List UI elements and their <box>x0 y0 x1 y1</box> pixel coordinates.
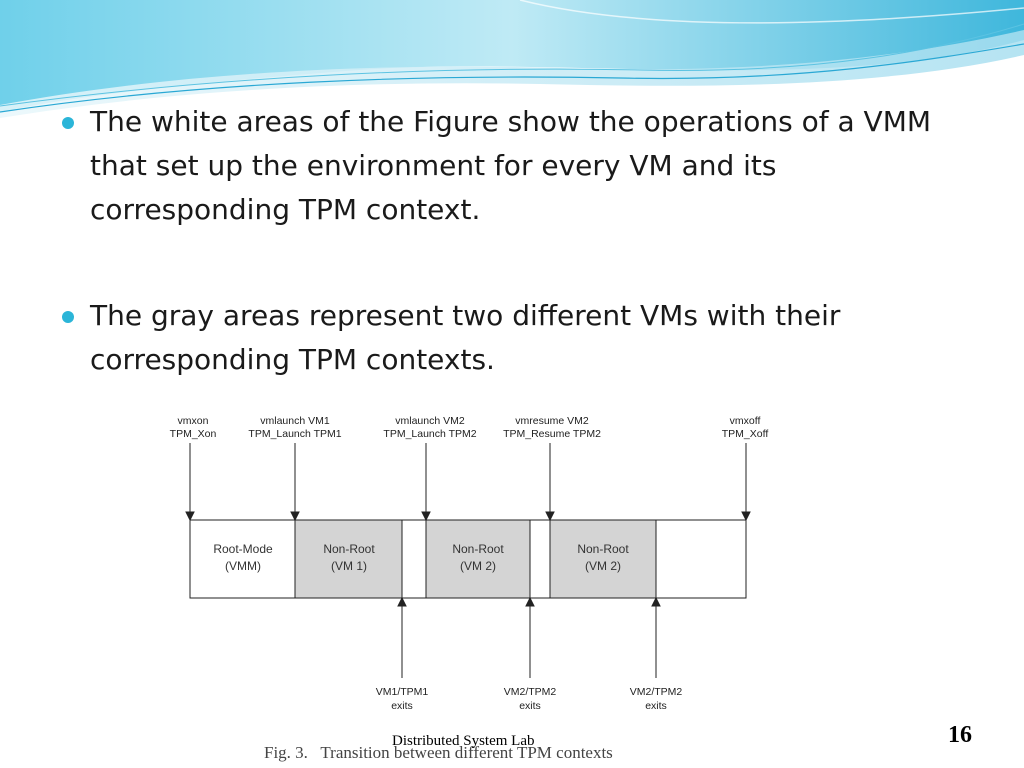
box-vmm-end <box>655 519 747 599</box>
down-arrows <box>185 443 751 522</box>
bullet-text: The gray areas represent two different V… <box>90 299 841 376</box>
bullet-item: The white areas of the Figure show the o… <box>60 100 960 232</box>
top-label: vmresume VM2 <box>515 415 589 427</box>
box-label: (VMM) <box>225 559 261 573</box>
box-label: Root-Mode <box>213 542 273 556</box>
bottom-label: exits <box>645 700 667 712</box>
top-label: TPM_Xoff <box>722 428 769 440</box>
bullet-item: The gray areas represent two different V… <box>60 294 960 382</box>
bullet-text: The white areas of the Figure show the o… <box>90 105 932 226</box>
box-label: (VM 2) <box>585 559 621 573</box>
top-label: vmxon <box>178 415 209 427</box>
top-label: TPM_Xon <box>170 428 217 440</box>
figure-caption: Fig. 3. Transition between different TPM… <box>264 743 613 762</box>
box-non-root-vm1 <box>294 519 403 599</box>
timeline-boxes <box>189 519 747 599</box>
box-label: Non-Root <box>323 542 375 556</box>
bullet-dot-icon <box>62 117 74 129</box>
top-label: TPM_Resume TPM2 <box>503 428 601 440</box>
up-arrows <box>397 596 661 678</box>
tpm-context-transition-figure: vmxon TPM_Xon vmlaunch VM1 TPM_Launch TP… <box>160 405 780 768</box>
box-label: Non-Root <box>577 542 629 556</box>
bottom-label: exits <box>391 700 413 712</box>
page-number: 16 <box>948 722 972 748</box>
bottom-label: exits <box>519 700 541 712</box>
top-label: vmlaunch VM1 <box>260 415 330 427</box>
bottom-label: VM1/TPM1 <box>376 686 429 698</box>
box-label: Non-Root <box>452 542 504 556</box>
bullet-list: The white areas of the Figure show the o… <box>60 100 960 382</box>
box-label: (VM 2) <box>460 559 496 573</box>
box-vmm-gap <box>529 519 551 599</box>
bullet-dot-icon <box>62 311 74 323</box>
box-vmm-gap <box>401 519 427 599</box>
bottom-label: VM2/TPM2 <box>630 686 683 698</box>
bottom-label: VM2/TPM2 <box>504 686 557 698</box>
box-non-root-vm2-resume <box>549 519 657 599</box>
box-label: (VM 1) <box>331 559 367 573</box>
top-label: TPM_Launch TPM2 <box>383 428 476 440</box>
footer-lab-name: Distributed System Lab <box>392 733 535 749</box>
top-label: vmlaunch VM2 <box>395 415 465 427</box>
top-label: TPM_Launch TPM1 <box>248 428 341 440</box>
header-wave-decoration <box>0 0 1024 118</box>
box-root-mode <box>189 519 296 599</box>
top-label: vmxoff <box>730 415 761 427</box>
